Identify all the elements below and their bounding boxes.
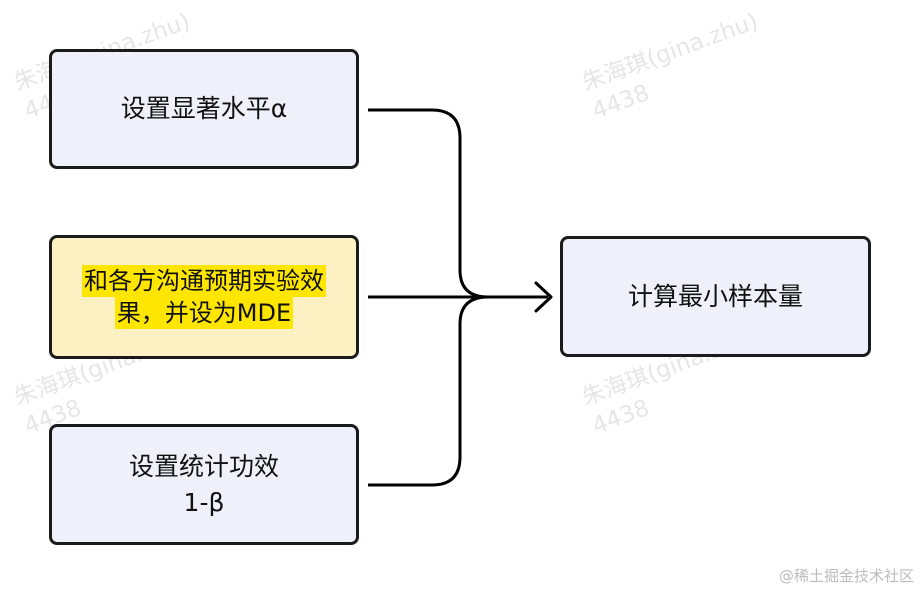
node-power-label-line1: 设置统计功效: [128, 451, 279, 481]
footer-credit: @稀土掘金技术社区: [778, 567, 914, 585]
node-min-sample-size-label: 计算最小样本量: [627, 281, 803, 311]
connector-significance: [368, 108, 489, 299]
connector-power: [368, 295, 489, 487]
node-min-sample-size: 计算最小样本量: [560, 236, 871, 357]
node-mde-text: 和各方沟通预期实验效 果，并设为MDE: [82, 265, 326, 329]
node-mde: 和各方沟通预期实验效 果，并设为MDE: [49, 235, 359, 359]
node-mde-label-line2: 果，并设为MDE: [114, 297, 294, 329]
node-significance-level: 设置显著水平α: [49, 49, 359, 169]
node-statistical-power: 设置统计功效 1-β: [49, 424, 359, 545]
node-significance-label: 设置显著水平α: [120, 94, 288, 123]
node-power-label-line2: 1-β: [183, 487, 225, 517]
arrow-head: [534, 281, 553, 313]
node-power-text: 设置统计功效 1-β: [129, 449, 279, 521]
node-mde-label-line1: 和各方沟通预期实验效: [82, 265, 326, 297]
